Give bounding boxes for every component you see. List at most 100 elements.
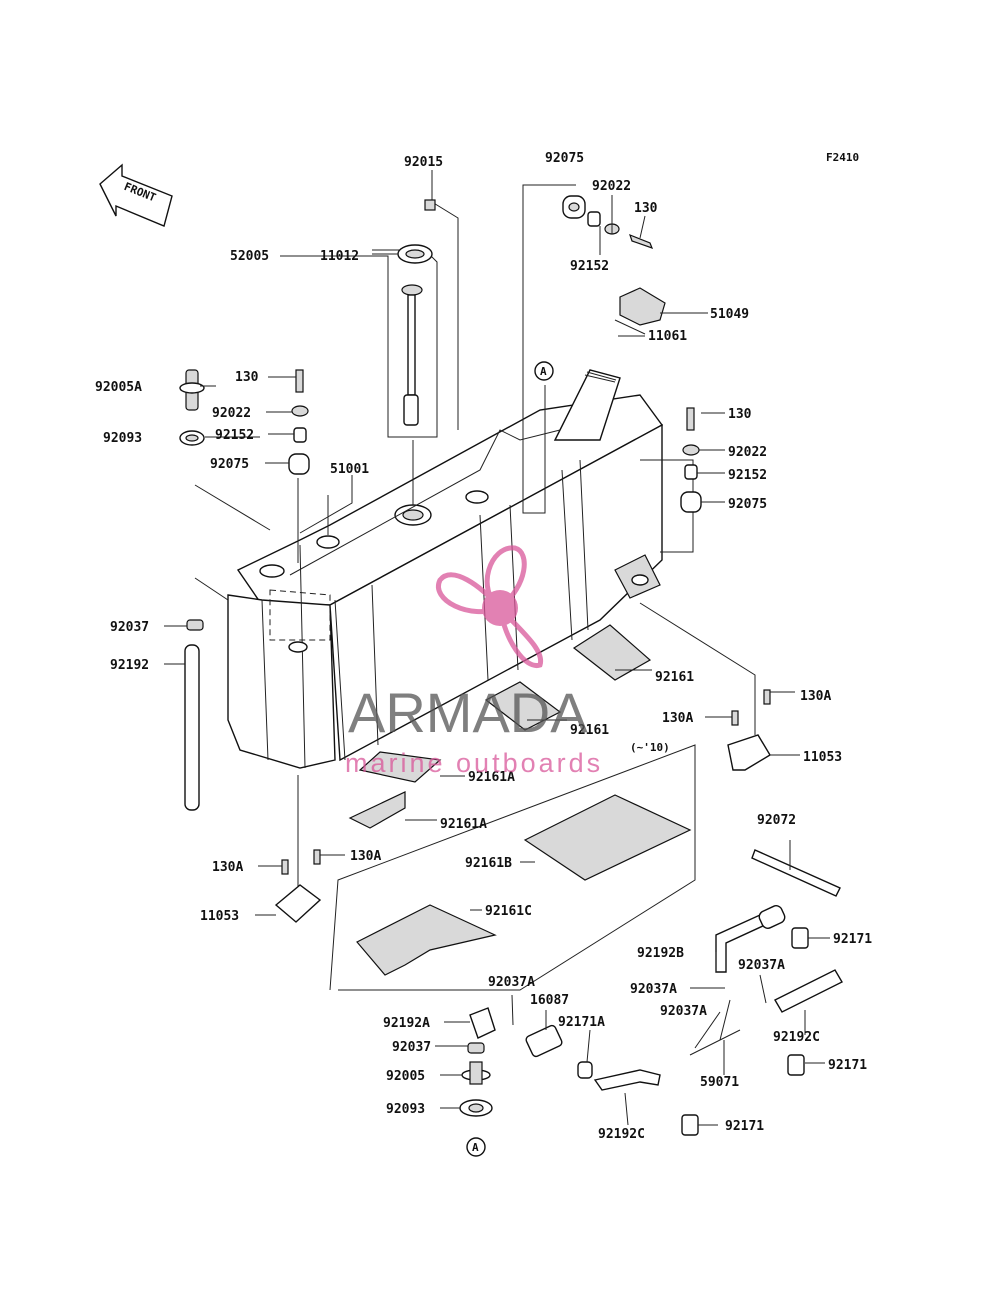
part-92152-collar-left [293,427,307,443]
label-92192-left: 92192 [110,658,149,673]
label-92005A: 92005A [95,380,142,395]
label-51049: 51049 [710,307,749,322]
label-92037A-2: 92037A [488,975,535,990]
part-130-bolt-top [629,233,654,250]
label-92192A: 92192A [383,1016,430,1031]
part-92192B-hose [715,905,786,973]
part-92192C-hose-right [774,969,843,1013]
label-92075-left: 92075 [210,457,249,472]
label-92152-top: 92152 [570,259,609,274]
label-92161-b: 92161 [570,723,609,738]
part-92075-grommet-right [680,491,702,513]
label-130A-r2: 130A [662,711,693,726]
part-92075-grommet-left [288,453,310,475]
label-92192B: 92192B [637,946,684,961]
part-labels: 92015 92075 92022 130 92152 52005 11012 … [95,151,872,1142]
label-11012: 11012 [320,249,359,264]
leader-lines [194,170,756,991]
label-92161A-1: 92161A [468,770,515,785]
watermark: ARMADA marine outboards [345,545,603,778]
label-130-left: 130 [235,370,259,385]
label-92022-top: 92022 [592,179,631,194]
part-92192-hose-left [184,644,200,811]
label-92171-2: 92171 [828,1058,867,1073]
label-59071: 59071 [700,1075,739,1090]
label-92075-right: 92075 [728,497,767,512]
part-130-bolt-left [295,369,304,393]
label-92037A-4: 92037A [660,1004,707,1019]
part-92093-grommet-bottom [459,1099,493,1117]
label-92171-3: 92171 [725,1119,764,1134]
label-92171-1: 92171 [833,932,872,947]
label-11061: 11061 [648,329,687,344]
label-92037A-1: 92037A [738,958,785,973]
label-52005: 52005 [230,249,269,264]
part-51049-pad [619,287,666,326]
variant-note: (~'10) [630,741,670,754]
ref-marker-a-bottom: A [466,1137,486,1157]
label-130A-l2: 130A [350,849,381,864]
label-92005-bottom: 92005 [386,1069,425,1084]
label-92192C-1: 92192C [773,1030,820,1045]
part-92171-clip-1 [791,927,809,949]
propeller-logo-icon [435,545,544,668]
label-92037-left: 92037 [110,620,149,635]
label-11053-right: 11053 [803,750,842,765]
label-130-right: 130 [728,407,752,422]
label-92161-a: 92161 [655,670,694,685]
part-130-bolt-right [686,407,695,431]
label-92015: 92015 [404,155,443,170]
part-92161C-pad [356,904,497,976]
label-92022-right: 92022 [728,445,767,460]
label-11053-left: 11053 [200,909,239,924]
part-52005-fuel-gauge [401,284,423,426]
ref-marker-label: A [472,1141,479,1154]
figure-code: F2410 [826,151,859,164]
part-92171A-clip [577,1061,593,1079]
part-92161-pad-b [484,681,562,731]
part-92005-fitting-bottom [461,1061,491,1085]
ref-marker-a-top: A [534,361,554,381]
label-130A-r1: 130A [800,689,831,704]
label-92161C: 92161C [485,904,532,919]
part-92022-washer-right [682,444,700,456]
part-92072-tie [751,849,841,897]
label-16087: 16087 [530,993,569,1008]
front-arrow-icon: FRONT [99,163,173,227]
part-92171-clip-2 [787,1054,805,1076]
part-92161A-pad-2 [348,791,406,829]
part-11053-bracket-right [727,689,771,771]
part-92152-collar-right [684,464,698,480]
watermark-brand: ARMADA [348,681,588,744]
watermark-tagline: marine outboards [345,748,603,778]
label-92192C-2: 92192C [598,1127,645,1142]
part-92037-clamp-bottom [467,1042,485,1054]
part-92161-pad-a [572,624,652,681]
part-92161A-pad-1 [358,751,442,783]
part-92093-grommet-left [179,430,205,446]
part-11012-gasket [397,244,433,264]
label-92171A: 92171A [558,1015,605,1030]
part-92015-bolt [424,199,436,211]
part-92152-collar-top [587,211,601,227]
label-130-top: 130 [634,201,658,216]
label-92093-left: 92093 [103,431,142,446]
part-92161B-pad [523,794,692,881]
label-92152-right: 92152 [728,468,767,483]
part-92037-clamp-left [186,619,204,631]
label-leaders [164,195,830,1126]
label-92022-left: 92022 [212,406,251,421]
part-59071-joint [689,999,741,1056]
label-92037-bottom: 92037 [392,1040,431,1055]
label-92072: 92072 [757,813,796,828]
label-130A-l1: 130A [212,860,243,875]
part-92171-clip-3 [681,1114,699,1136]
part-11053-bracket-left [274,849,322,923]
label-92075-top: 92075 [545,151,584,166]
label-92152-left: 92152 [215,428,254,443]
part-92075-grommet-top [562,195,586,219]
label-92093-bottom: 92093 [386,1102,425,1117]
part-92192C-hose-bottom [593,1069,661,1091]
label-92161A-2: 92161A [440,817,487,832]
